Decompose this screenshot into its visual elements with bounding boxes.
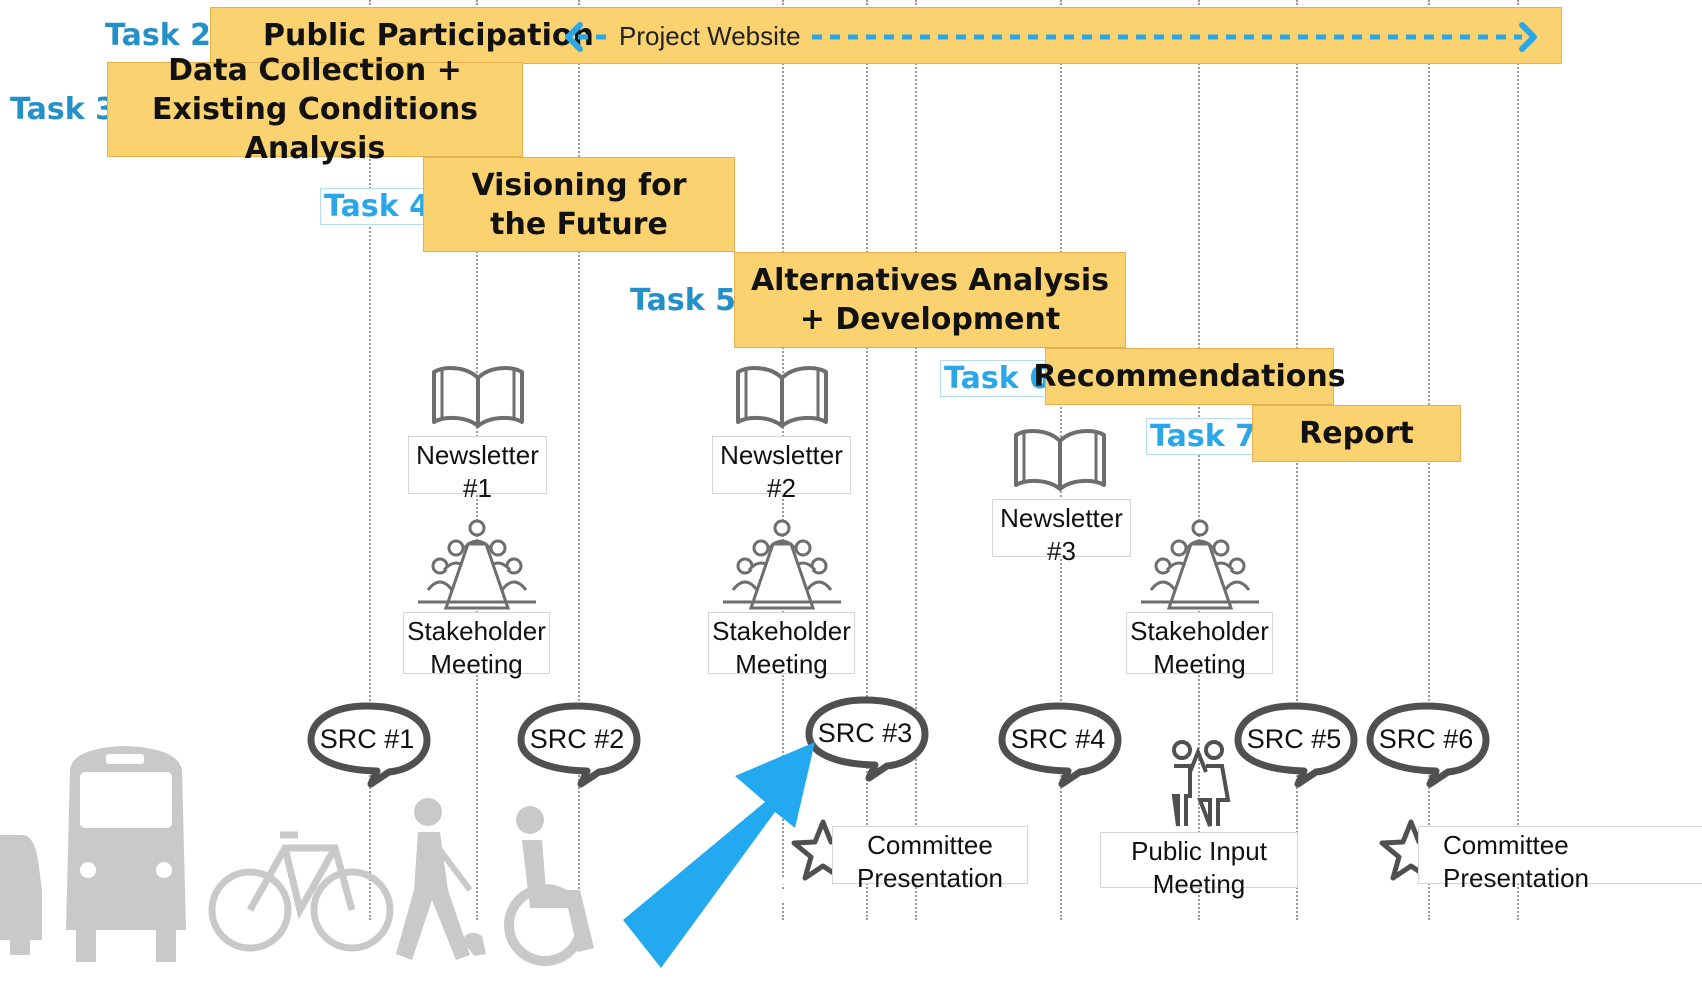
stakeholder-meeting-3-line-1: Stakeholder <box>1130 616 1269 646</box>
newsletter-2-line-1: Newsletter <box>720 440 843 470</box>
task-2-label: Task 2 <box>105 18 211 53</box>
data-collection-bar: Data Collection + Existing Conditions An… <box>107 53 523 166</box>
report-bar: Report <box>1252 405 1461 462</box>
src-2-label: SRC #2 <box>529 724 625 754</box>
visioning-line-1: Visioning for <box>471 167 687 203</box>
book-icon <box>432 366 524 428</box>
project-website-label: Project Website <box>613 21 807 52</box>
timeline-gridline <box>578 0 580 920</box>
stakeholder-meeting-1-line-2: Meeting <box>430 649 523 679</box>
timeline-gridline <box>915 0 917 920</box>
stakeholder-meeting-1-line-1: Stakeholder <box>407 616 546 646</box>
public-input-line-2: Meeting <box>1152 869 1246 899</box>
speech-bubble-icon <box>517 702 641 788</box>
book-icon <box>1014 429 1106 491</box>
alternatives-bar: Alternatives Analysis + Development <box>734 252 1126 348</box>
pedestrian-icon <box>396 798 486 960</box>
data-collection-line-1: Data Collection + <box>168 53 462 88</box>
src-6-label: SRC #6 <box>1378 724 1474 754</box>
public-input-meeting-label: Public Input Meeting <box>1100 832 1298 899</box>
timeline-gridline <box>1198 0 1200 920</box>
recommendations-bar: Recommendations <box>1033 348 1346 405</box>
committee-presentation-1-line-2: Presentation <box>857 863 1003 893</box>
stakeholder-meeting-2-label: Stakeholder Meeting <box>708 612 855 679</box>
timeline-gridline <box>1517 0 1519 920</box>
newsletter-2-line-2: #2 <box>767 473 796 503</box>
newsletter-3-label: Newsletter #3 <box>992 499 1131 566</box>
committee-presentation-2-label: Committee Presentation <box>1418 826 1702 893</box>
task-4-label: Task 4 <box>320 188 434 225</box>
stakeholder-meeting-2-line-2: Meeting <box>735 649 828 679</box>
transportation-icons <box>0 746 594 966</box>
alternatives-line-2: + Development <box>799 302 1061 337</box>
newsletter-3-line-1: Newsletter <box>1000 503 1123 533</box>
recommendations-title: Recommendations <box>1033 359 1346 394</box>
bicycle-icon <box>208 831 394 952</box>
wheelchair-person <box>516 806 594 952</box>
meeting-table-icon <box>418 519 536 610</box>
task-5-label: Task 5 <box>630 283 736 318</box>
public-input-line-1: Public Input <box>1131 836 1267 866</box>
newsletter-3-line-2: #3 <box>1047 536 1076 566</box>
speech-bubble-icon <box>307 702 431 788</box>
stakeholder-meeting-2-line-1: Stakeholder <box>712 616 851 646</box>
meeting-table-icon <box>723 519 841 610</box>
report-title: Report <box>1299 416 1414 451</box>
speech-bubble-icon <box>805 696 929 782</box>
speech-bubble-icon <box>1366 702 1490 788</box>
newsletter-2-label: Newsletter #2 <box>712 436 851 503</box>
src-4-label: SRC #4 <box>1010 724 1106 754</box>
book-icon <box>736 366 828 428</box>
committee-presentation-1-label: Committee Presentation <box>832 826 1028 893</box>
visioning-bar: Visioning for the Future <box>423 157 735 252</box>
timeline-gridline <box>866 0 868 920</box>
newsletter-1-label: Newsletter #1 <box>408 436 547 503</box>
project-website-arrow-icon <box>565 22 1537 52</box>
stakeholder-meeting-1-label: Stakeholder Meeting <box>403 612 550 679</box>
speech-bubble-icon <box>998 702 1122 788</box>
speech-bubble-icon <box>1234 702 1358 788</box>
committee-presentation-2-line-1: Committee <box>1443 830 1569 860</box>
committee-presentation-2-line-2: Presentation <box>1443 863 1589 893</box>
stakeholder-meeting-3-label: Stakeholder Meeting <box>1126 612 1273 679</box>
alternatives-line-1: Alternatives Analysis <box>750 263 1110 298</box>
newsletter-1-line-2: #1 <box>463 473 492 503</box>
people-icon <box>1171 740 1231 827</box>
task-3-label: Task 3 <box>10 92 116 127</box>
newsletter-1-line-1: Newsletter <box>416 440 539 470</box>
src-5-label: SRC #5 <box>1246 724 1342 754</box>
car-icon <box>0 835 42 955</box>
visioning-line-2: the Future <box>490 206 668 242</box>
src-1-label: SRC #1 <box>319 724 415 754</box>
src-3-label: SRC #3 <box>817 718 913 748</box>
task-7-label: Task 7 <box>1146 418 1260 455</box>
data-collection-line-2: Existing Conditions Analysis <box>151 92 479 166</box>
stakeholder-meeting-3-line-2: Meeting <box>1153 649 1246 679</box>
committee-presentation-1-line-1: Committee <box>867 830 993 860</box>
here-arrow-icon <box>623 742 815 968</box>
meeting-table-icon <box>1141 519 1259 610</box>
timeline-gridline <box>369 0 371 920</box>
public-participation-title: Public Participation <box>263 18 594 53</box>
